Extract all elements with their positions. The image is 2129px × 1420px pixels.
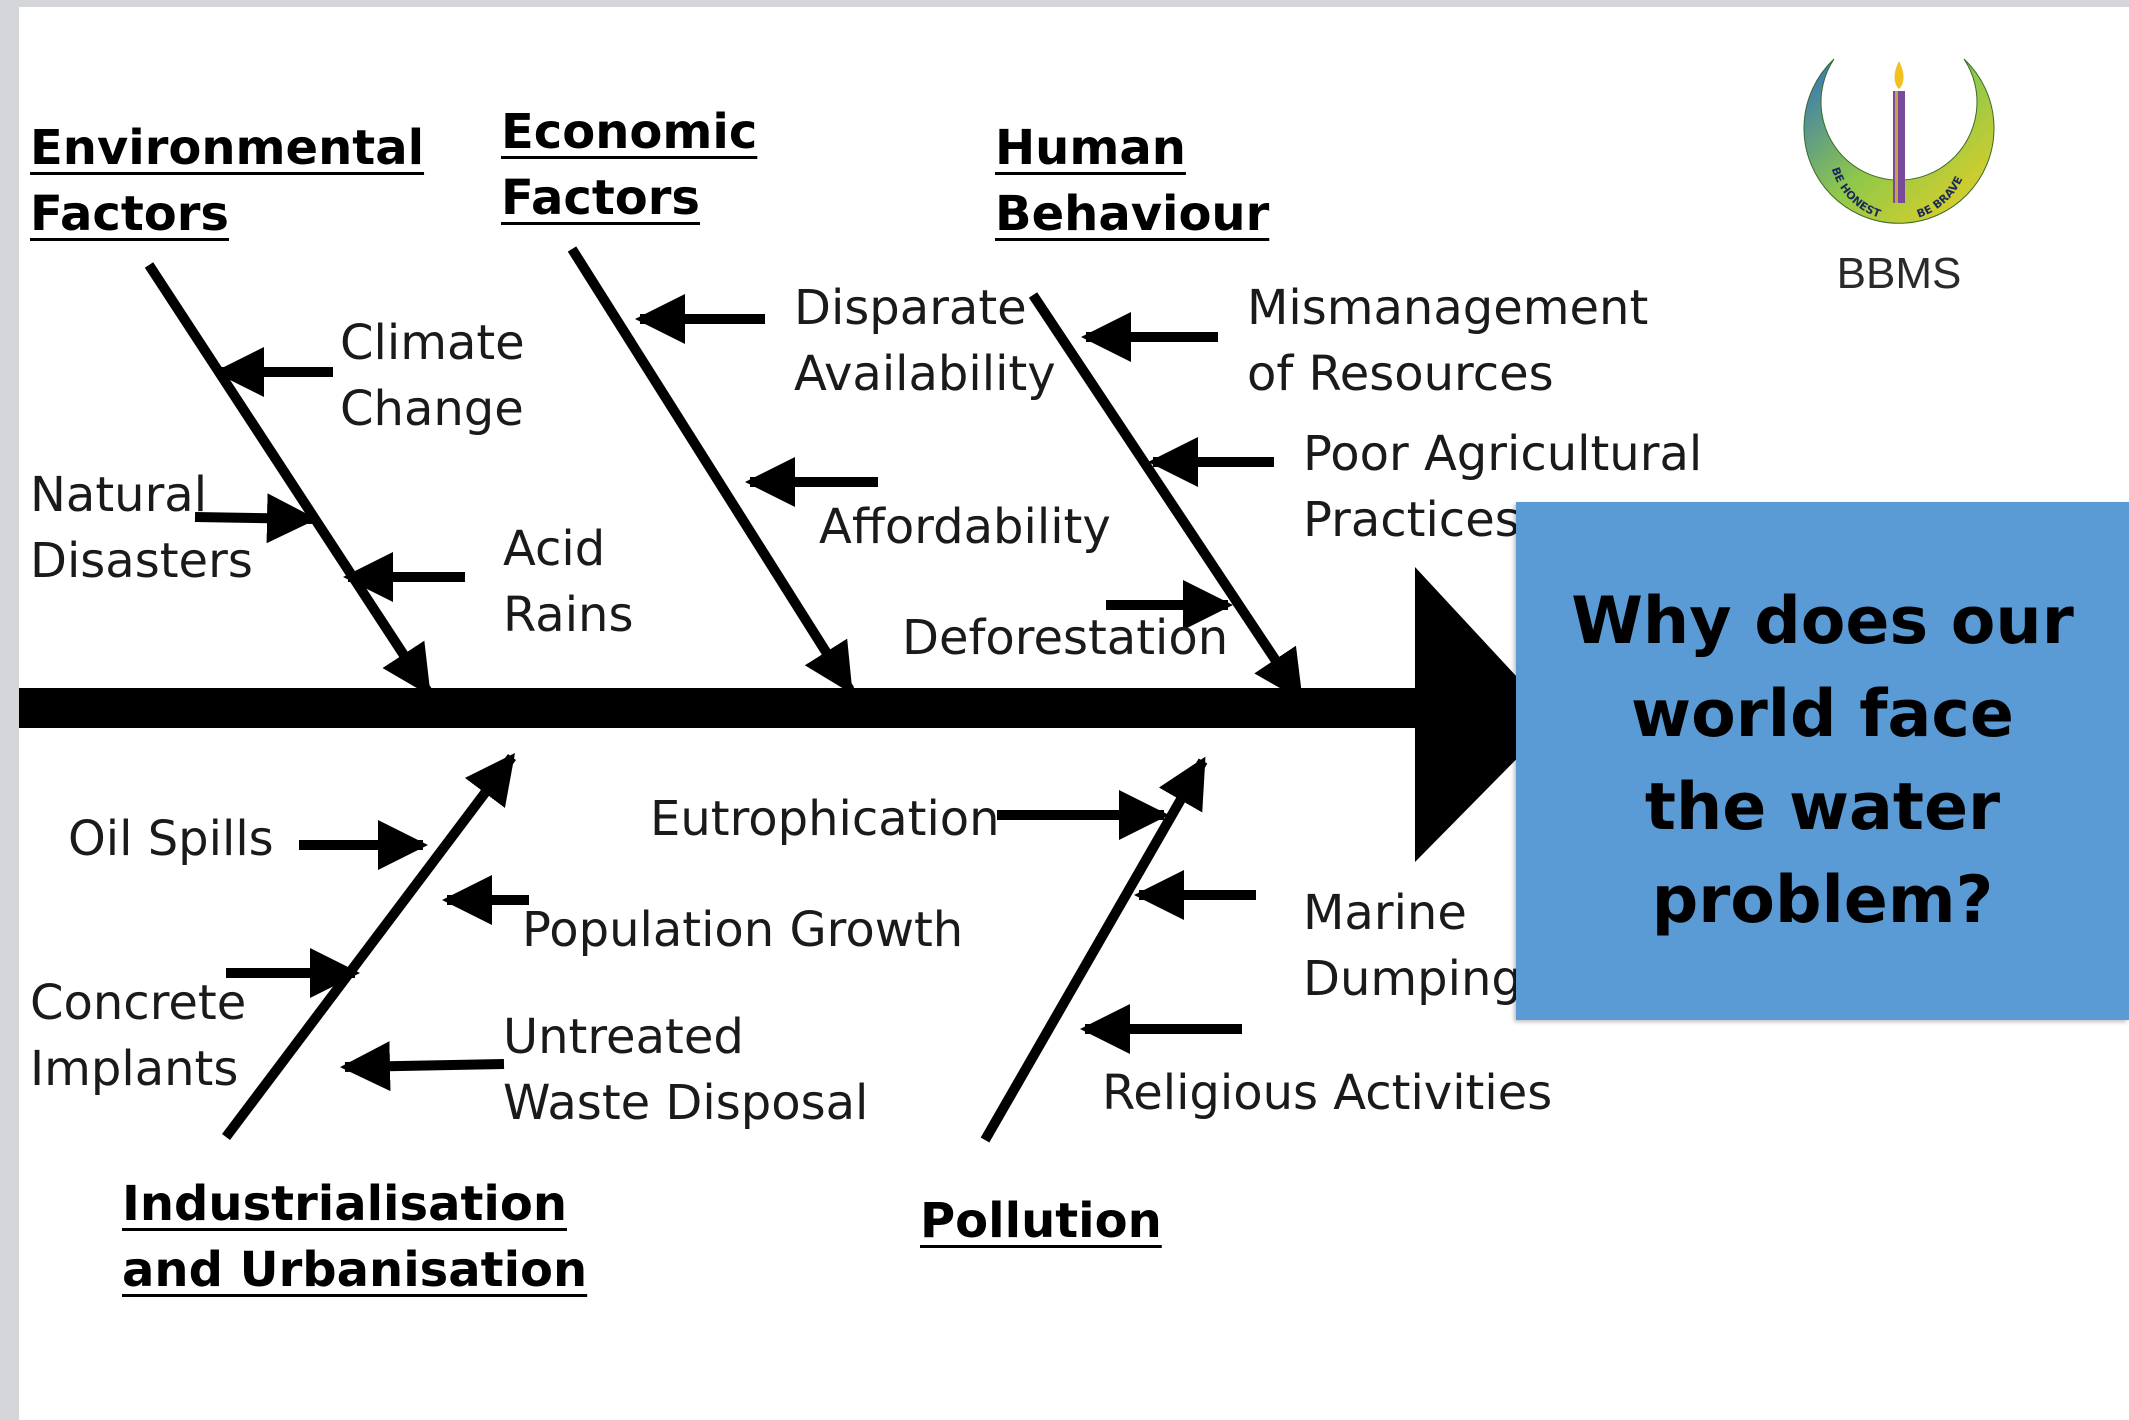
spine <box>19 688 1419 728</box>
cause-religious-activities: Religious Activities <box>1102 1065 1553 1121</box>
problem-statement-box: Why does our world face the water proble… <box>1516 502 2129 1020</box>
cause-deforestation: Deforestation <box>902 610 1229 666</box>
cause-affordability: Affordability <box>819 499 1111 555</box>
arrow-natural-disasters <box>194 493 317 544</box>
problem-statement: Why does our world face the water proble… <box>1571 584 2074 938</box>
bone-industrial <box>222 753 516 1141</box>
spine-arrowhead <box>1415 567 1556 862</box>
cause-oil-spills: Oil Spills <box>68 811 274 867</box>
cause-eutrophication: Eutrophication <box>650 791 1000 847</box>
cause-population-growth: Population Growth <box>522 902 964 958</box>
fishbone-lines <box>19 246 1556 1143</box>
bone-economic <box>567 246 855 695</box>
arrow-untreated-waste <box>340 1041 505 1092</box>
bone-environmental <box>144 262 433 697</box>
bbms-logo: BE HONEST BE BRAVE BBMS <box>1789 39 2009 309</box>
category-pollution: Pollution <box>920 1193 1162 1249</box>
bone-human <box>1028 292 1305 702</box>
crescent-candle-icon: BE HONEST BE BRAVE <box>1803 58 1995 224</box>
logo-name: BBMS <box>1836 249 1962 298</box>
